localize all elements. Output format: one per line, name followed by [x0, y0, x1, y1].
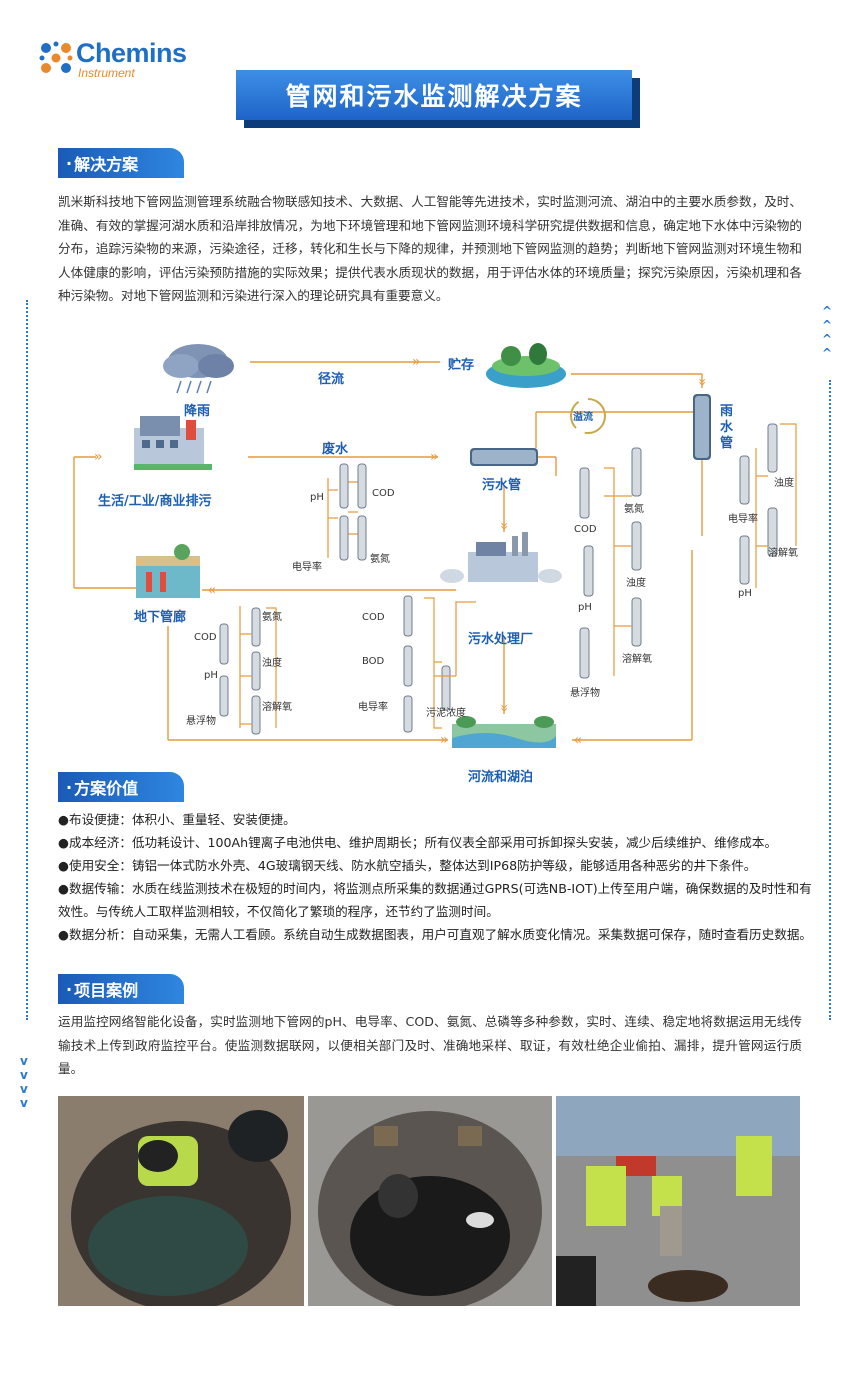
value-item: ●数据传输：水质在线监测技术在极短的时间内，将监测点所采集的数据通过GPRS(可…: [58, 881, 812, 919]
section-tab-value: · 方案价值: [58, 772, 184, 802]
sensor-label: pH: [310, 492, 324, 503]
svg-text:»: »: [496, 522, 512, 531]
svg-text:»: »: [496, 704, 512, 713]
solution-text: 凯米斯科技地下管网监测管理系统融合物联感知技术、大数据、人工智能等先进技术，实时…: [58, 194, 802, 303]
label-runoff: 径流: [318, 372, 345, 387]
section-label: 项目案例: [74, 981, 139, 1000]
sensor-label: BOD: [362, 656, 385, 667]
label-overflow: 溢流: [573, 412, 593, 423]
value-item: ●成本经济：低功耗设计、100Ah锂离子电池供电、维护周期长；所有仪表全部采用可…: [58, 835, 778, 850]
sensor-label: 溶解氧: [768, 548, 798, 559]
section-tab-cases: · 项目案例: [58, 974, 184, 1004]
case-photo-2: [308, 1096, 552, 1306]
factory-icon: [134, 416, 212, 470]
sensor-label: 电导率: [728, 514, 758, 525]
section-bullet: ·: [66, 777, 73, 797]
label-corridor: 地下管廊: [134, 610, 187, 625]
logo-name: Chemins: [76, 38, 187, 68]
svg-text:»: »: [94, 449, 103, 465]
arrow-glyph: »: [412, 354, 421, 370]
section-bullet: ·: [66, 979, 73, 999]
section-label: 方案价值: [74, 779, 139, 798]
section-bullet: ·: [66, 153, 73, 173]
sensor-label: 氨氮: [262, 612, 282, 623]
value-item: ●数据分析：自动采集，无需人工看顾。系统自动生成数据图表，用户可直观了解水质变化…: [58, 927, 813, 942]
sensor-label: pH: [204, 670, 218, 681]
svg-text:»: »: [207, 582, 216, 598]
rain-cloud-icon: [163, 344, 234, 394]
sensor-label: 悬浮物: [186, 716, 216, 727]
label-storage: 贮存: [448, 358, 475, 373]
manhole-interior-photo: [308, 1096, 552, 1306]
value-item: ●使用安全：铸铝一体式防水外壳、4G玻璃钢天线、防水航空插头，整体达到IP68防…: [58, 858, 757, 873]
sensor-label: pH: [738, 588, 752, 599]
underground-corridor-icon: [136, 544, 200, 598]
title-box: 管网和污水监测解决方案: [236, 70, 632, 120]
label-discharge: 生活/工业/商业排污: [98, 494, 212, 509]
chevron-up-icon: ^^^^: [822, 304, 833, 360]
manhole-worker-photo: [58, 1096, 304, 1306]
sensor-label: COD: [362, 612, 385, 623]
sensor-label: 氨氮: [370, 554, 390, 565]
svg-text:»: »: [440, 732, 449, 748]
value-list: ●布设便捷：体积小、重量轻、安装便捷。 ●成本经济：低功耗设计、100Ah锂离子…: [58, 808, 818, 946]
label-rain: 降雨: [184, 404, 211, 419]
label-rain-pipe: 雨水管: [720, 404, 734, 451]
treatment-plant-icon: [440, 532, 562, 583]
label-river: 河流和湖泊: [468, 770, 534, 785]
case-photo-1: [58, 1096, 304, 1306]
sensor-label: 污泥浓度: [426, 708, 466, 719]
sensor-label: 浊度: [626, 578, 646, 589]
page-title: 管网和污水监测解决方案: [285, 82, 583, 111]
label-wastewater: 废水: [322, 442, 349, 457]
sensor-label: COD: [574, 524, 597, 535]
sensor-label: 溶解氧: [262, 702, 292, 713]
river-lake-icon: [452, 716, 556, 748]
street-workers-photo: [556, 1096, 800, 1306]
title-banner: 管网和污水监测解决方案: [236, 70, 640, 128]
flow-diagram: » » »: [56, 336, 816, 786]
logo-mark-icon: [39, 41, 73, 73]
label-plant: 污水处理厂: [468, 632, 534, 647]
cases-text: 运用监控网络智能化设备，实时监测地下管网的pH、电导率、COD、氨氮、总磷等多种…: [58, 1014, 802, 1076]
flow-diagram-svg: » » »: [73, 343, 797, 748]
sensor-label: pH: [578, 602, 592, 613]
svg-text:»: »: [430, 449, 439, 465]
svg-text:»: »: [573, 732, 582, 748]
sensor-probes: [219, 423, 778, 735]
sensor-label: 电导率: [358, 702, 388, 713]
sensor-label: 浊度: [774, 478, 794, 489]
right-dotted-line: [829, 380, 831, 1020]
value-item: ●布设便捷：体积小、重量轻、安装便捷。: [58, 812, 296, 827]
sensor-label: 电导率: [292, 562, 322, 573]
svg-text:»: »: [694, 378, 710, 387]
sensor-label: 溶解氧: [622, 654, 652, 665]
case-photo-3: [556, 1096, 800, 1306]
logo-sub: Instrument: [78, 66, 135, 80]
brand-logo: Chemins Instrument: [38, 38, 228, 82]
sensor-label: 氨氮: [624, 504, 644, 515]
left-dotted-line: [26, 300, 28, 1020]
section-label: 解决方案: [74, 155, 139, 174]
section-tab-solution: · 解决方案: [58, 148, 184, 178]
sensor-label: 浊度: [262, 658, 282, 669]
sensor-label: COD: [194, 632, 217, 643]
label-sewer-pipe: 污水管: [482, 478, 522, 493]
storage-landscape-icon: [486, 343, 566, 388]
sensor-label: 悬浮物: [570, 688, 600, 699]
sensor-label: COD: [372, 488, 395, 499]
